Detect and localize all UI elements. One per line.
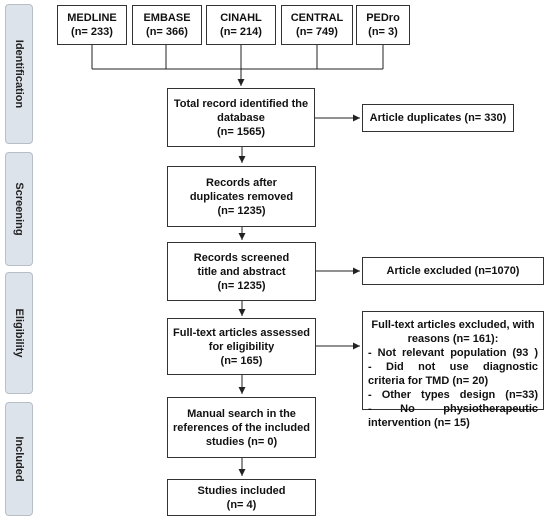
database-name: CENTRAL: [290, 12, 344, 24]
stage-included: Included: [5, 402, 33, 516]
box-line: for eligibility: [208, 340, 275, 353]
box-line: database: [217, 111, 265, 124]
box-line: Records screened: [193, 251, 290, 264]
box-line: (n= 1235): [217, 204, 266, 217]
excluded-reason: intervention (n= 15): [368, 417, 470, 429]
total-identified-box: Total record identified the database (n=…: [167, 88, 315, 147]
database-box-medline: MEDLINE (n= 233): [57, 5, 127, 45]
box-line: Studies included: [197, 484, 286, 497]
box-line: (n= 1235): [217, 279, 266, 292]
stage-eligibility-label: Eligibility: [13, 308, 25, 358]
excluded-reason: - Other types design (n=33): [368, 389, 538, 401]
box-line: (n= 4): [226, 498, 257, 511]
database-count: (n= 233): [71, 26, 113, 38]
database-box-embase: EMBASE (n= 366): [132, 5, 202, 45]
excluded-heading: Full-text articles excluded, with: [371, 319, 535, 331]
database-count: (n= 366): [146, 26, 188, 38]
box-line: Records after: [206, 176, 277, 189]
database-name: PEDro: [366, 12, 400, 24]
database-count: (n= 3): [368, 26, 398, 38]
stage-eligibility: Eligibility: [5, 272, 33, 394]
box-line: Total record identified the: [173, 97, 309, 110]
database-name: CINAHL: [220, 12, 262, 24]
excluded-heading: reasons (n= 161):: [407, 333, 499, 345]
database-box-cinahl: CINAHL (n= 214): [206, 5, 276, 45]
excluded-reason: criteria for TMD (n= 20): [368, 375, 489, 387]
box-line: Full-text articles assessed: [173, 326, 310, 339]
database-box-central: CENTRAL (n= 749): [281, 5, 353, 45]
database-count: (n= 214): [220, 26, 262, 38]
excluded-reason: - No physiotherapeutic: [368, 403, 538, 415]
excluded-reason: - Not relevant population (93 ): [368, 347, 538, 359]
box-line: (n= 1565): [217, 125, 265, 138]
fulltext-assessed-box: Full-text articles assessed for eligibil…: [167, 318, 316, 375]
stage-included-label: Included: [13, 436, 25, 482]
included-box: Studies included (n= 4): [167, 479, 316, 516]
stage-screening: Screening: [5, 152, 33, 266]
database-name: MEDLINE: [67, 12, 117, 24]
database-count: (n= 749): [296, 26, 338, 38]
box-line: studies (n= 0): [205, 435, 278, 448]
article-excluded-box: Article excluded (n=1070): [362, 257, 544, 285]
box-line: Article duplicates (n= 330): [369, 112, 507, 124]
stage-identification-label: Identification: [13, 39, 25, 109]
database-box-pedro: PEDro (n= 3): [356, 5, 410, 45]
excluded-reason: - Did not use diagnostic: [368, 361, 538, 373]
box-line: (n= 165): [220, 354, 263, 367]
box-line: Manual search in the: [187, 407, 296, 420]
fulltext-excluded-box: Full-text articles excluded, with reason…: [362, 311, 544, 429]
stage-identification: Identification: [5, 4, 33, 144]
duplicates-box: Article duplicates (n= 330): [362, 104, 514, 132]
stage-screening-label: Screening: [13, 182, 25, 236]
box-line: Article excluded (n=1070): [386, 265, 520, 277]
screened-box: Records screened title and abstract (n= …: [167, 242, 316, 301]
box-line: duplicates removed: [189, 190, 294, 203]
box-line: title and abstract: [197, 265, 286, 278]
duplicates-removed-box: Records after duplicates removed (n= 123…: [167, 166, 316, 227]
database-name: EMBASE: [143, 12, 191, 24]
box-line: references of the included: [173, 421, 310, 434]
manual-search-box: Manual search in the references of the i…: [167, 397, 316, 458]
